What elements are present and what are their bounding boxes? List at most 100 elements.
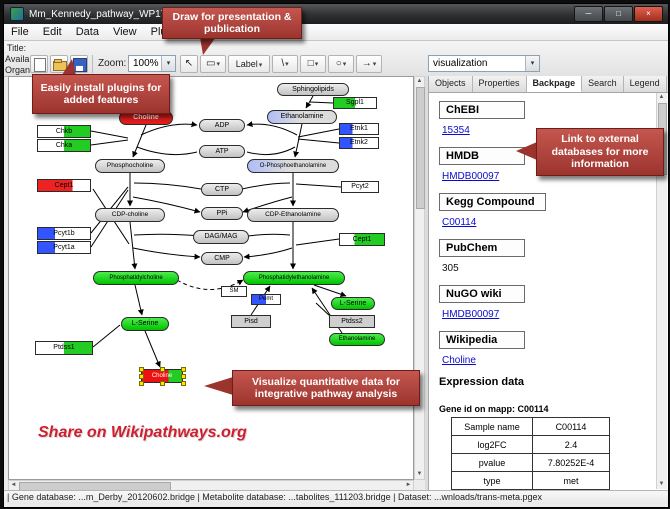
new-file-button[interactable]: [30, 55, 48, 73]
tab-properties[interactable]: Properties: [472, 76, 527, 92]
pathway-edge[interactable]: [92, 324, 121, 348]
pathway-node-cdp-choline[interactable]: CDP-choline: [95, 208, 165, 222]
pathway-node-sphingolipids[interactable]: Sphingolipids: [277, 83, 349, 96]
panel-splitter[interactable]: [425, 76, 428, 490]
pathway-node-adp[interactable]: ADP: [199, 119, 245, 132]
pathway-node-pcyt1a[interactable]: Pcyt1a: [37, 241, 91, 254]
pathway-edge[interactable]: [133, 233, 202, 237]
tab-search[interactable]: Search: [582, 76, 624, 92]
pathway-edge[interactable]: [90, 139, 129, 146]
pathway-edge[interactable]: [132, 196, 201, 214]
pathway-node-ptdss2[interactable]: Ptdss2: [329, 315, 375, 328]
pathway-node-dag-mag[interactable]: DAG/MAG: [193, 230, 249, 244]
pathway-edge[interactable]: [313, 284, 347, 298]
pathway-edge[interactable]: [136, 146, 198, 156]
pathway-node-o-phosphoethanolamine[interactable]: O-Phosphoethanolamine: [247, 159, 339, 173]
scroll-left-icon[interactable]: ◄: [10, 482, 17, 488]
pathway-node-phosphatidylethanolamine[interactable]: Phosphatidylethanolamine: [243, 271, 345, 285]
menu-view[interactable]: View: [112, 26, 137, 38]
maximize-button[interactable]: □: [604, 6, 633, 22]
link-choline[interactable]: Choline: [442, 355, 476, 366]
minimize-button[interactable]: ─: [574, 6, 603, 22]
close-button[interactable]: ×: [634, 6, 663, 22]
pathway-node-ethanolamine[interactable]: Ethanolamine: [267, 110, 337, 124]
vertical-scroll-thumb[interactable]: [416, 87, 425, 209]
tab-objects[interactable]: Objects: [429, 76, 473, 92]
scroll-down-icon[interactable]: ▼: [416, 471, 423, 477]
pathway-node-cept1[interactable]: Cept1: [37, 179, 91, 192]
arrow-tool[interactable]: →▾: [356, 55, 382, 73]
select-tool[interactable]: ↖: [180, 55, 198, 73]
pathway-node-phosphatidylcholine[interactable]: Phosphatidylcholine: [93, 271, 179, 285]
pathway-edge[interactable]: [246, 121, 298, 136]
pathway-edge[interactable]: [295, 238, 340, 246]
pathway-node-pisd[interactable]: Pisd: [231, 315, 271, 328]
pathway-edge[interactable]: [297, 138, 340, 144]
pathway-node-chkb[interactable]: Chkb: [37, 125, 91, 138]
canvas-vertical-scrollbar[interactable]: ▲ ▼: [414, 76, 425, 480]
pathway-edge[interactable]: [134, 284, 144, 316]
pathway-node-pcyt2[interactable]: Pcyt2: [341, 181, 379, 193]
pathway-node-etnk1[interactable]: Etnk1: [339, 123, 379, 135]
pathway-edge[interactable]: [247, 233, 291, 237]
pathway-edge[interactable]: [140, 121, 198, 136]
selection-handle[interactable]: [181, 381, 186, 386]
selection-handle[interactable]: [181, 367, 186, 372]
menu-file[interactable]: File: [11, 26, 29, 38]
pathway-node-chka[interactable]: Chka: [37, 139, 91, 152]
pathway-node-ptdss1[interactable]: Ptdss1: [35, 341, 93, 355]
pathway-node-l-serine[interactable]: L-Serine: [331, 297, 375, 310]
scroll-up-icon[interactable]: ▲: [658, 94, 665, 100]
scroll-up-icon[interactable]: ▲: [416, 78, 423, 84]
line-tool[interactable]: \▾: [272, 55, 298, 73]
rectangle-tool[interactable]: □▾: [300, 55, 326, 73]
pathway-node-sgpl1[interactable]: Sgpl1: [333, 97, 377, 109]
pathway-node-atp[interactable]: ATP: [199, 145, 245, 158]
pathway-edge[interactable]: [129, 221, 138, 270]
pathway-edge[interactable]: [297, 128, 340, 138]
selection-handle[interactable]: [181, 374, 186, 379]
pathway-node-sm[interactable]: SM: [221, 286, 247, 297]
scroll-right-icon[interactable]: ►: [405, 482, 412, 488]
pathway-edge[interactable]: [144, 330, 161, 368]
selection-handle[interactable]: [160, 381, 165, 386]
selection-handle[interactable]: [139, 381, 144, 386]
selection-handle[interactable]: [139, 374, 144, 379]
ellipse-tool[interactable]: ○▾: [328, 55, 354, 73]
pathway-node-l-serine[interactable]: L-Serine: [121, 317, 169, 331]
pathway-node-pemt[interactable]: Pemt: [251, 294, 281, 305]
pathway-edge[interactable]: [241, 182, 291, 190]
chevron-down-icon[interactable]: ▾: [525, 56, 539, 71]
label-tool[interactable]: Label▾: [228, 55, 270, 73]
pathway-node-cmp[interactable]: CMP: [201, 252, 243, 265]
link-c00114[interactable]: C00114: [442, 217, 477, 228]
pathway-edge[interactable]: [315, 302, 332, 318]
pathway-node-ctp[interactable]: CTP: [201, 183, 243, 196]
pathway-edge[interactable]: [305, 95, 314, 109]
pathway-edge[interactable]: [243, 247, 293, 260]
link-15354[interactable]: 15354: [442, 125, 470, 136]
tab-legend[interactable]: Legend: [623, 76, 667, 92]
menu-edit[interactable]: Edit: [42, 26, 62, 38]
pathway-edge[interactable]: [132, 247, 201, 260]
menu-data[interactable]: Data: [75, 26, 99, 38]
selection-handle[interactable]: [160, 367, 165, 372]
selection-handle[interactable]: [139, 367, 144, 372]
chevron-down-icon[interactable]: ▾: [161, 56, 175, 71]
pathway-edge[interactable]: [132, 124, 147, 158]
pathway-edge[interactable]: [133, 182, 202, 190]
scroll-down-icon[interactable]: ▼: [658, 481, 665, 487]
pathway-edge[interactable]: [309, 101, 334, 104]
link-hmdb00097[interactable]: HMDB00097: [442, 309, 500, 320]
pathway-node-cept1[interactable]: Cept1: [339, 233, 385, 246]
visualization-select[interactable]: visualization ▾: [428, 55, 540, 72]
pathway-node-phosphocholine[interactable]: Phosphocholine: [95, 159, 165, 173]
link-hmdb00097[interactable]: HMDB00097: [442, 171, 500, 182]
pathway-edge[interactable]: [90, 130, 129, 139]
pathway-edge[interactable]: [293, 123, 303, 158]
pathway-edge[interactable]: [246, 146, 296, 156]
pathway-node-pcyt1b[interactable]: Pcyt1b: [37, 227, 91, 240]
zoom-select[interactable]: 100% ▾: [128, 55, 176, 72]
pathway-node-etnk2[interactable]: Etnk2: [339, 137, 379, 149]
